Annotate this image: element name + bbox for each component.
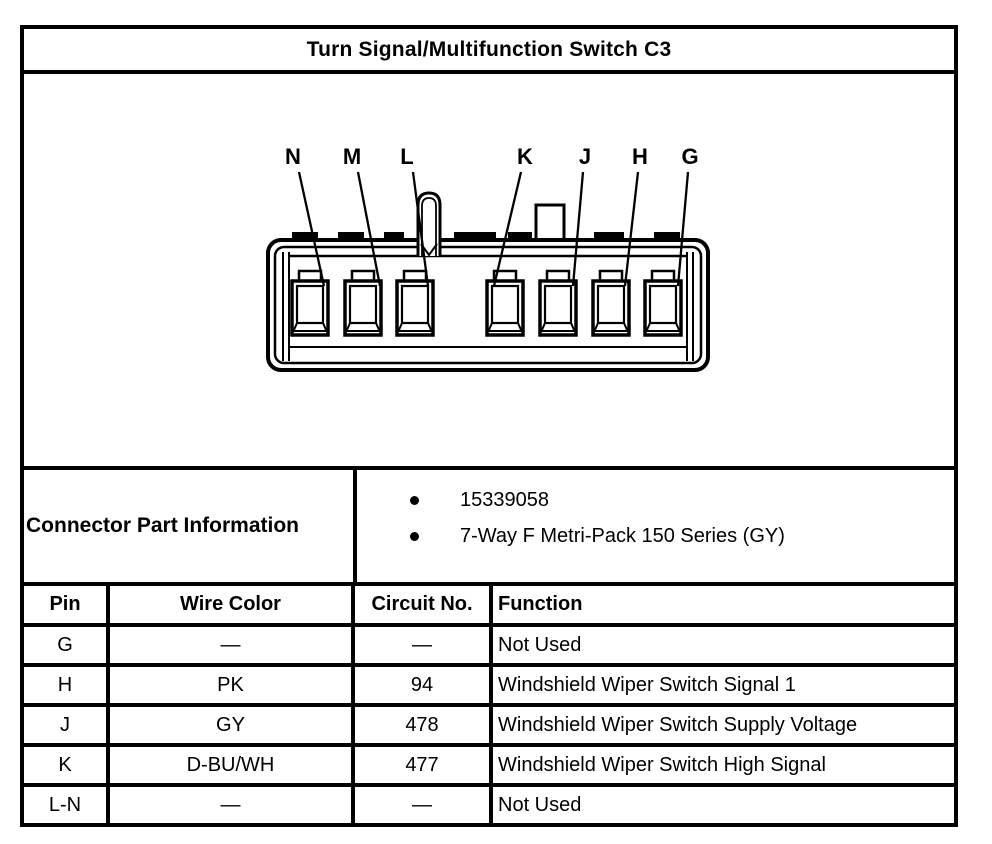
table-row: K D-BU/WH 477 Windshield Wiper Switch Hi… xyxy=(24,743,954,783)
cell-pin: J xyxy=(60,713,70,736)
bullet-icon xyxy=(410,495,419,505)
col-header-pin: Pin xyxy=(49,593,81,615)
cell-function: Windshield Wiper Switch High Signal xyxy=(489,747,954,783)
cell-circuit-no: 478 xyxy=(351,707,489,743)
part-number: 15339058 xyxy=(460,488,549,511)
cell-pin: K xyxy=(58,753,72,776)
pin-label-m: M xyxy=(343,144,361,169)
connector-diagram: N M L K J H G xyxy=(24,70,954,466)
cell-function: Windshield Wiper Switch Supply Voltage xyxy=(489,707,954,743)
cell-circuit-no: 94 xyxy=(351,667,489,703)
connector-key-post xyxy=(416,191,442,257)
connector-face-drawing: N M L K J H G xyxy=(266,144,710,372)
connector-info-sheet: Turn Signal/Multifunction Switch C3 xyxy=(20,25,958,827)
pin-label-n: N xyxy=(285,144,301,169)
page-title: Turn Signal/Multifunction Switch C3 xyxy=(306,37,672,61)
pin-label-j: J xyxy=(579,144,591,169)
pin-label-h: H xyxy=(632,144,648,169)
cell-pin: G xyxy=(57,633,73,656)
connector-key-tab xyxy=(534,203,566,245)
part-info-label: Connector Part Information xyxy=(24,470,357,582)
cell-wire-color: PK xyxy=(106,667,351,703)
cell-function: Not Used xyxy=(489,627,954,663)
table-row: J GY 478 Windshield Wiper Switch Supply … xyxy=(24,703,954,743)
pin-label-l: L xyxy=(400,144,413,169)
pin-label-k: K xyxy=(517,144,533,169)
cell-wire-color: — xyxy=(106,627,351,663)
cell-circuit-no: — xyxy=(351,787,489,823)
table-header-row: Pin Wire Color Circuit No. Function xyxy=(24,586,954,623)
cell-function: Not Used xyxy=(489,787,954,823)
pin-cavities xyxy=(290,269,683,337)
pin-leader-lines xyxy=(297,171,690,287)
cell-circuit-no: 477 xyxy=(351,747,489,783)
cell-circuit-no: — xyxy=(351,627,489,663)
connector-series: 7-Way F Metri-Pack 150 Series (GY) xyxy=(460,524,785,547)
table-row: G — — Not Used xyxy=(24,623,954,663)
cell-wire-color: GY xyxy=(106,707,351,743)
part-info-section: Connector Part Information 15339058 7-Wa… xyxy=(24,466,954,582)
cell-wire-color: — xyxy=(106,787,351,823)
cell-function: Windshield Wiper Switch Signal 1 xyxy=(489,667,954,703)
part-info-values: 15339058 7-Way F Metri-Pack 150 Series (… xyxy=(357,470,954,582)
col-header-circuit-no: Circuit No. xyxy=(351,586,489,623)
pin-label-g: G xyxy=(681,144,698,169)
col-header-function: Function xyxy=(489,586,954,623)
lock-slot-marks xyxy=(292,232,680,241)
list-item: 15339058 xyxy=(410,482,954,518)
cell-wire-color: D-BU/WH xyxy=(106,747,351,783)
col-header-wire-color: Wire Color xyxy=(106,586,351,623)
cell-pin: L-N xyxy=(48,793,82,816)
table-row: L-N — — Not Used xyxy=(24,783,954,823)
list-item: 7-Way F Metri-Pack 150 Series (GY) xyxy=(410,518,954,554)
cell-pin: H xyxy=(57,673,73,696)
pin-table: Pin Wire Color Circuit No. Function G — … xyxy=(24,582,954,823)
bullet-icon xyxy=(410,531,419,541)
table-row: H PK 94 Windshield Wiper Switch Signal 1 xyxy=(24,663,954,703)
